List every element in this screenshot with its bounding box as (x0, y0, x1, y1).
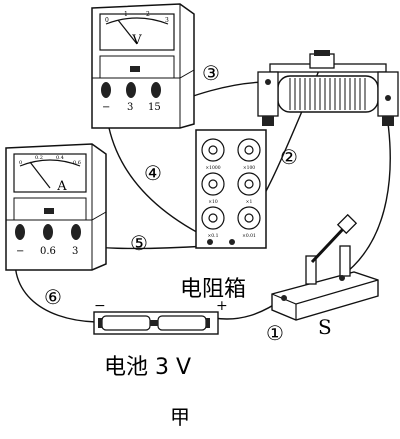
wire-label-5: ⑤ (130, 231, 148, 255)
wire-label-3: ③ (202, 61, 220, 85)
switch-blade (310, 226, 346, 264)
voltmeter-terminal-15: 15 (148, 102, 161, 113)
voltmeter: 0 1 2 3 V − 3 15 (91, 3, 195, 129)
ammeter-scale-1: 0.2 (35, 155, 43, 161)
switch (271, 213, 379, 321)
ammeter-terminals (15, 224, 81, 240)
resistance-box-dials (201, 138, 261, 230)
voltmeter-terminal-3: 3 (127, 102, 133, 113)
voltmeter-scale-1: 1 (124, 11, 128, 18)
resistance-box-terminal-left (207, 239, 213, 245)
dial-mult-1: ×100 (243, 165, 255, 171)
switch-handle (336, 213, 358, 235)
switch-label: S (318, 315, 332, 339)
voltmeter-symbol: V (131, 33, 142, 48)
voltmeter-scale-2: 2 (146, 11, 150, 18)
ammeter-symbol: A (56, 179, 67, 194)
ammeter: 0 0.2 0.4 0.6 A − 0.6 3 (5, 143, 107, 271)
resistance-box: ×1000 ×100 ×10 ×1 ×0.1 ×0.01 (195, 129, 267, 249)
ammeter-scale-0: 0 (19, 160, 22, 166)
battery-plus: + (216, 298, 228, 314)
voltmeter-needle (117, 19, 138, 45)
dial-mult-5: ×0.01 (242, 233, 256, 239)
battery-minus: − (94, 298, 106, 314)
resistance-box-label: 电阻箱 (180, 277, 246, 302)
wire-label-4: ④ (144, 161, 162, 185)
rheostat-coil (289, 78, 366, 110)
ammeter-needle (29, 161, 51, 189)
voltmeter-terminals (101, 82, 161, 98)
voltmeter-scale-arc (105, 17, 169, 25)
ammeter-scale-2: 0.4 (56, 155, 64, 161)
figure-caption: 甲 (170, 405, 190, 429)
dial-mult-0: ×1000 (205, 165, 220, 171)
rheostat (257, 50, 399, 126)
ammeter-terminal-06: 0.6 (40, 246, 56, 257)
dial-mult-3: ×1 (246, 199, 253, 205)
wire-label-2: ② (280, 145, 298, 169)
ammeter-scale-arc (19, 159, 81, 167)
resistance-box-terminal-right (229, 239, 235, 245)
voltmeter-scale-3: 3 (165, 17, 169, 24)
dial-mult-2: ×10 (208, 199, 218, 205)
ammeter-terminal-neg: − (16, 246, 24, 257)
voltmeter-scale-0: 0 (105, 17, 109, 24)
battery (93, 311, 219, 335)
wire-4 (105, 109, 213, 241)
battery-label: 电池 3 V (104, 355, 191, 380)
voltmeter-terminal-neg: − (102, 102, 110, 113)
wire-label-6: ⑥ (44, 285, 62, 309)
wire-label-1: ① (266, 321, 284, 345)
dial-mult-4: ×0.1 (208, 233, 219, 239)
ammeter-scale-3: 0.6 (73, 160, 81, 166)
ammeter-terminal-3: 3 (72, 246, 78, 257)
